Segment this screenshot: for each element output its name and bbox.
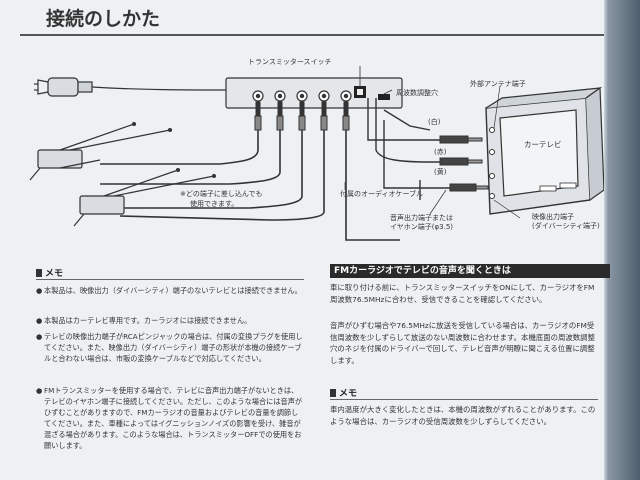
memo-item-text: 本製品はカーテレビ専用です。カーラジオには接続できません。 [44, 316, 252, 325]
white-label: (白) [428, 118, 441, 126]
audio-output-label-line1: 音声出力端子または [390, 214, 453, 222]
antenna-terminal-label: 外部アンテナ端子 [470, 80, 526, 88]
memo-item: ● 本製品は、映像出力（ダイバーシティ）端子のないテレビとは接続できません。 [36, 285, 304, 296]
car-tv-label: カーテレビ [524, 140, 562, 149]
connection-diagram [29, 66, 604, 241]
fm-paragraph-2: 音声がひずむ場合や76.5MHzに放送を受信している場合は、カーラジオのFM受信… [330, 321, 595, 365]
red-label: (赤) [434, 148, 447, 156]
audio-cables [367, 98, 452, 200]
video-output-label-line2: (ダイバーシティ端子) [532, 222, 600, 230]
car-tv [485, 86, 604, 215]
transmitter-unit [225, 66, 403, 109]
fm-memo-heading-text: メモ [339, 389, 358, 399]
transmitter-switch-label: トランスミッタースイッチ [248, 58, 332, 66]
audio-output-label-line2: イヤホン端子(φ3.5) [390, 223, 454, 231]
cable-plugs [254, 101, 350, 131]
bullet-dot-icon: ● [36, 316, 43, 325]
video-output-label-line1: 映像出力端子 [532, 213, 574, 221]
any-terminal-note-line1: ※どの端子に差し込んでも [180, 190, 263, 198]
title-rule [20, 34, 604, 36]
square-bullet-icon [330, 389, 336, 397]
fm-memo-heading: メモ [330, 386, 357, 399]
bullet-dot-icon: ● [36, 386, 43, 395]
memo-heading-text: メモ [45, 269, 64, 279]
memo-item: ● テレビの映像出力端子がRCAピンジャックの場合は、付属の変換プラグを使用して… [36, 331, 304, 364]
memo-heading: メモ [36, 266, 63, 279]
page-edge-shadow [604, 0, 640, 480]
memo-item-text: FMトランスミッターを使用する場合で、テレビに音声出力端子がないときは、テレビの… [44, 386, 303, 450]
square-bullet-icon [36, 269, 42, 277]
memo-rule [36, 279, 304, 280]
audio-cable-label: 付属のオーディオケーブル [340, 190, 424, 198]
rca-plugs [439, 135, 489, 192]
memo-item: ● FMトランスミッターを使用する場合で、テレビに音声出力端子がないときは、テレ… [36, 385, 304, 451]
fm-memo-text: 車内温度が大きく変化したときは、本機の周波数がずれることがあります。このような場… [330, 405, 596, 426]
antenna-box-2 [73, 168, 216, 227]
antenna-cables [100, 130, 400, 241]
memo-item: ● 本製品はカーテレビ専用です。カーラジオには接続できません。 [36, 315, 304, 326]
fm-section-heading: FMカーラジオでテレビの音声を聞くときは [330, 264, 610, 278]
memo-item-text: テレビの映像出力端子がRCAピンジャックの場合は、付属の変換プラグを使用してくだ… [44, 332, 303, 363]
leader-lines [344, 85, 521, 219]
fm-memo-rule [330, 399, 598, 400]
any-terminal-note-line2: 使用できます。 [190, 200, 239, 208]
yellow-label: (黄) [434, 168, 447, 176]
freq-hole-label: 周波数調整穴 [396, 89, 438, 97]
cigarette-plug [34, 77, 229, 97]
antenna-box-1 [29, 122, 172, 181]
bullet-dot-icon: ● [36, 286, 43, 295]
bullet-dot-icon: ● [36, 332, 43, 341]
fm-paragraph-1: 車に取り付ける前に、トランスミッタースイッチをONにして、カーラジオをFM周波数… [330, 283, 595, 304]
page-title: 接続のしかた [46, 8, 161, 30]
memo-item-text: 本製品は、映像出力（ダイバーシティ）端子のないテレビとは接続できません。 [44, 286, 302, 295]
